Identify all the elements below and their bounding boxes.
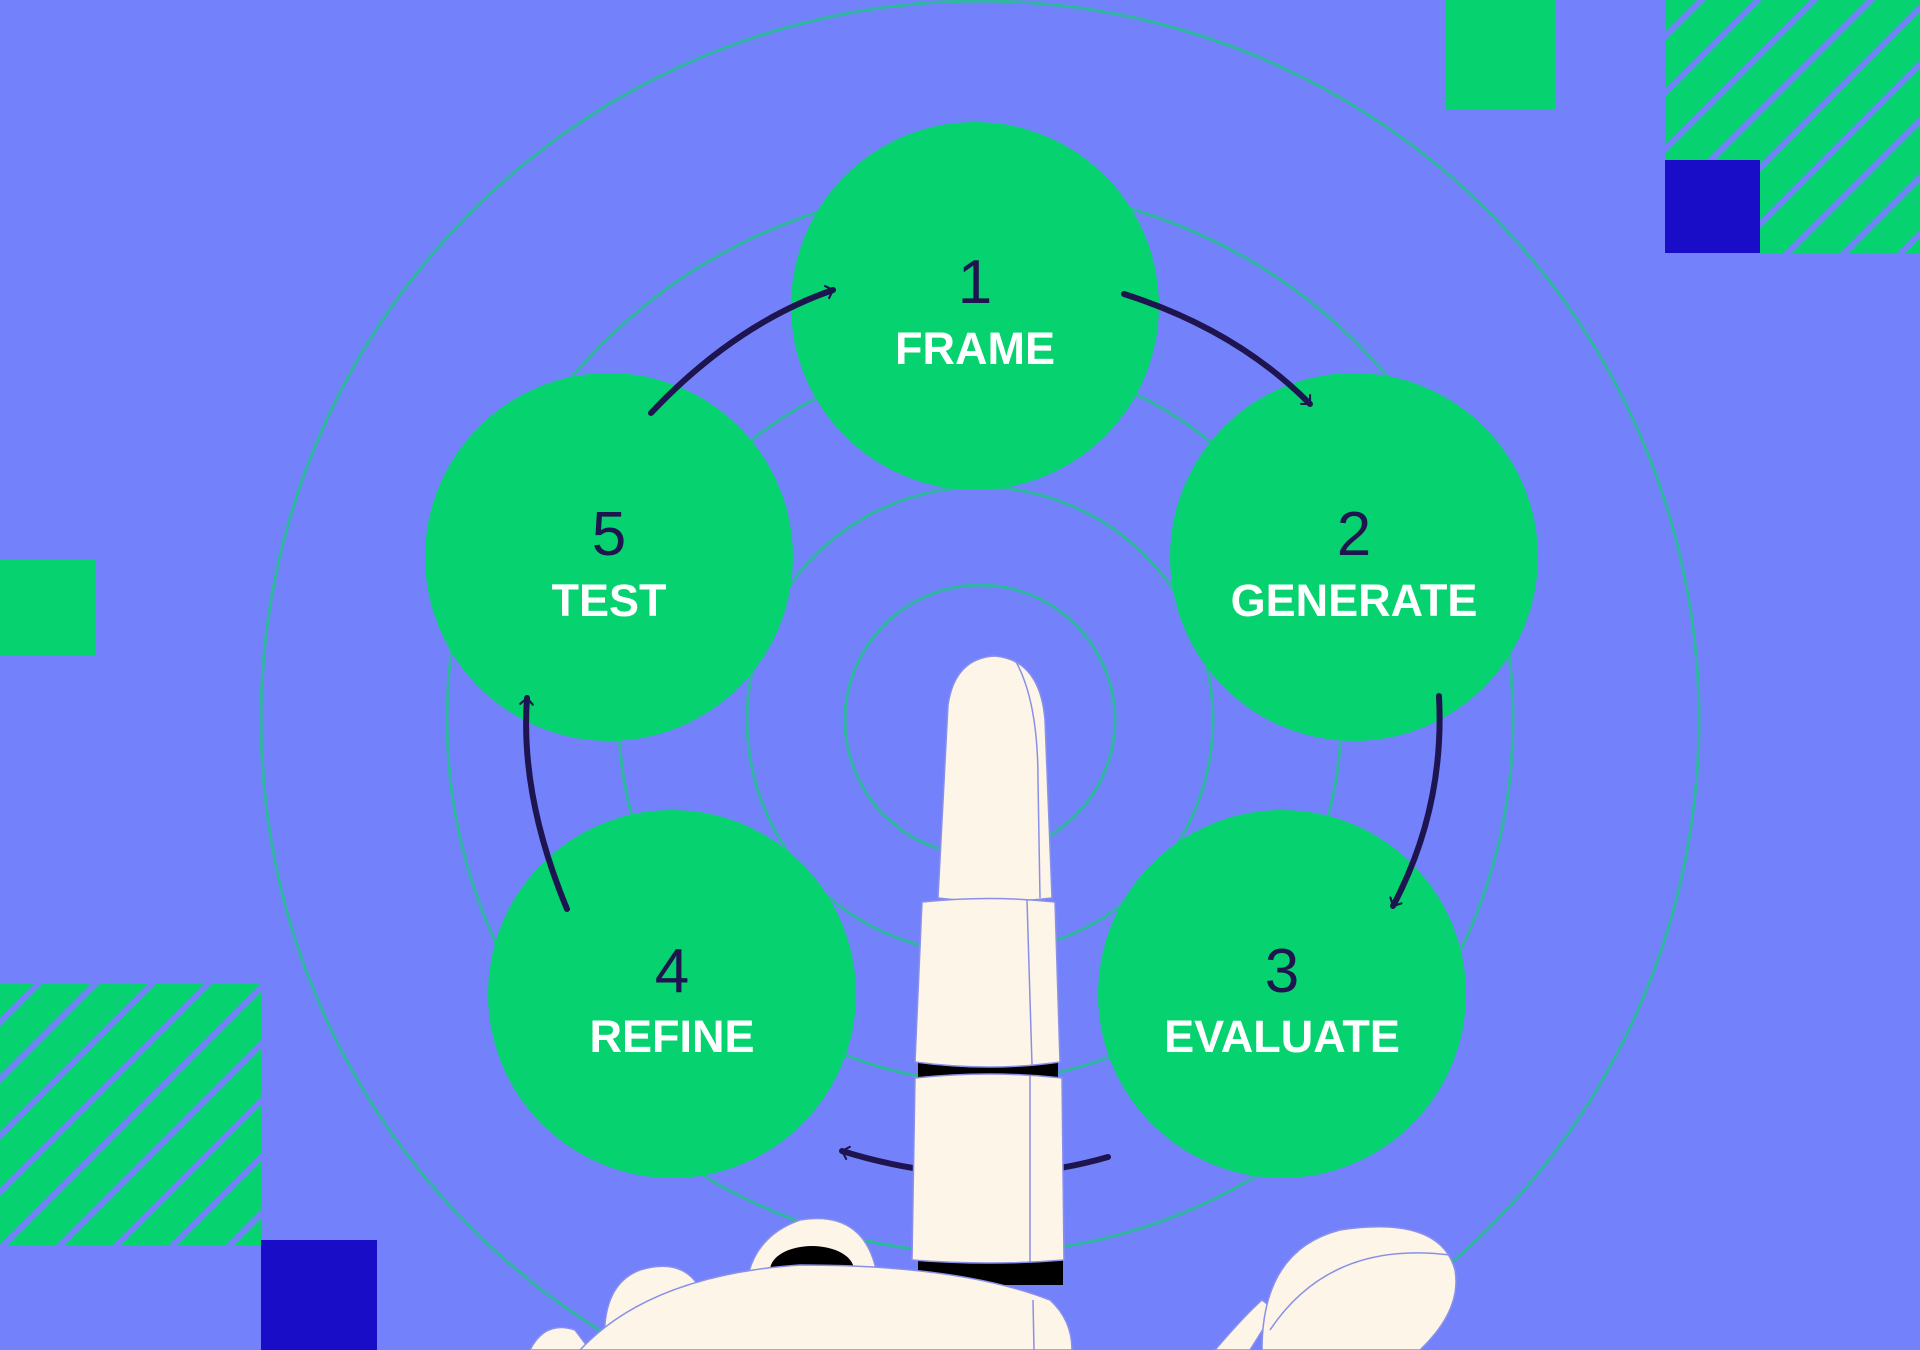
robot-finger-base (911, 1073, 1065, 1264)
arrow-test-to-frame (648, 285, 836, 416)
step-circle (1098, 810, 1466, 1178)
step-number: 5 (592, 500, 626, 569)
blue-square-bottom-left (261, 1240, 377, 1350)
step-circle (488, 810, 856, 1178)
step-number: 2 (1337, 500, 1371, 569)
step-number: 1 (958, 248, 992, 317)
step-refine: 4 REFINE (488, 810, 856, 1178)
robot-palm (578, 1264, 1073, 1350)
step-label: GENERATE (1231, 575, 1478, 626)
step-label: EVALUATE (1164, 1011, 1400, 1062)
robot-finger-middle (914, 897, 1061, 1068)
step-frame: 1 FRAME (791, 122, 1159, 490)
arrow-refine-to-test (519, 695, 570, 912)
step-label: FRAME (895, 323, 1055, 374)
step-evaluate: 3 EVALUATE (1098, 810, 1466, 1178)
hatched-block-bottom-left (0, 983, 261, 1245)
step-label: REFINE (589, 1011, 754, 1062)
step-test: 5 TEST (425, 373, 793, 741)
robot-finger-tip (937, 655, 1053, 903)
step-number: 3 (1265, 937, 1299, 1006)
step-number: 4 (655, 937, 689, 1006)
robot-hand-illustration (529, 655, 1457, 1350)
step-generate: 2 GENERATE (1170, 373, 1538, 741)
green-square-left (0, 560, 96, 655)
step-circle (425, 373, 793, 741)
arrow-generate-to-evaluate (1389, 693, 1443, 909)
step-circle (1170, 373, 1538, 741)
step-label: TEST (551, 575, 666, 626)
blue-square-top-right (1665, 160, 1760, 253)
green-square-top (1445, 0, 1555, 110)
arrow-frame-to-generate (1121, 291, 1313, 407)
step-circle (791, 122, 1159, 490)
